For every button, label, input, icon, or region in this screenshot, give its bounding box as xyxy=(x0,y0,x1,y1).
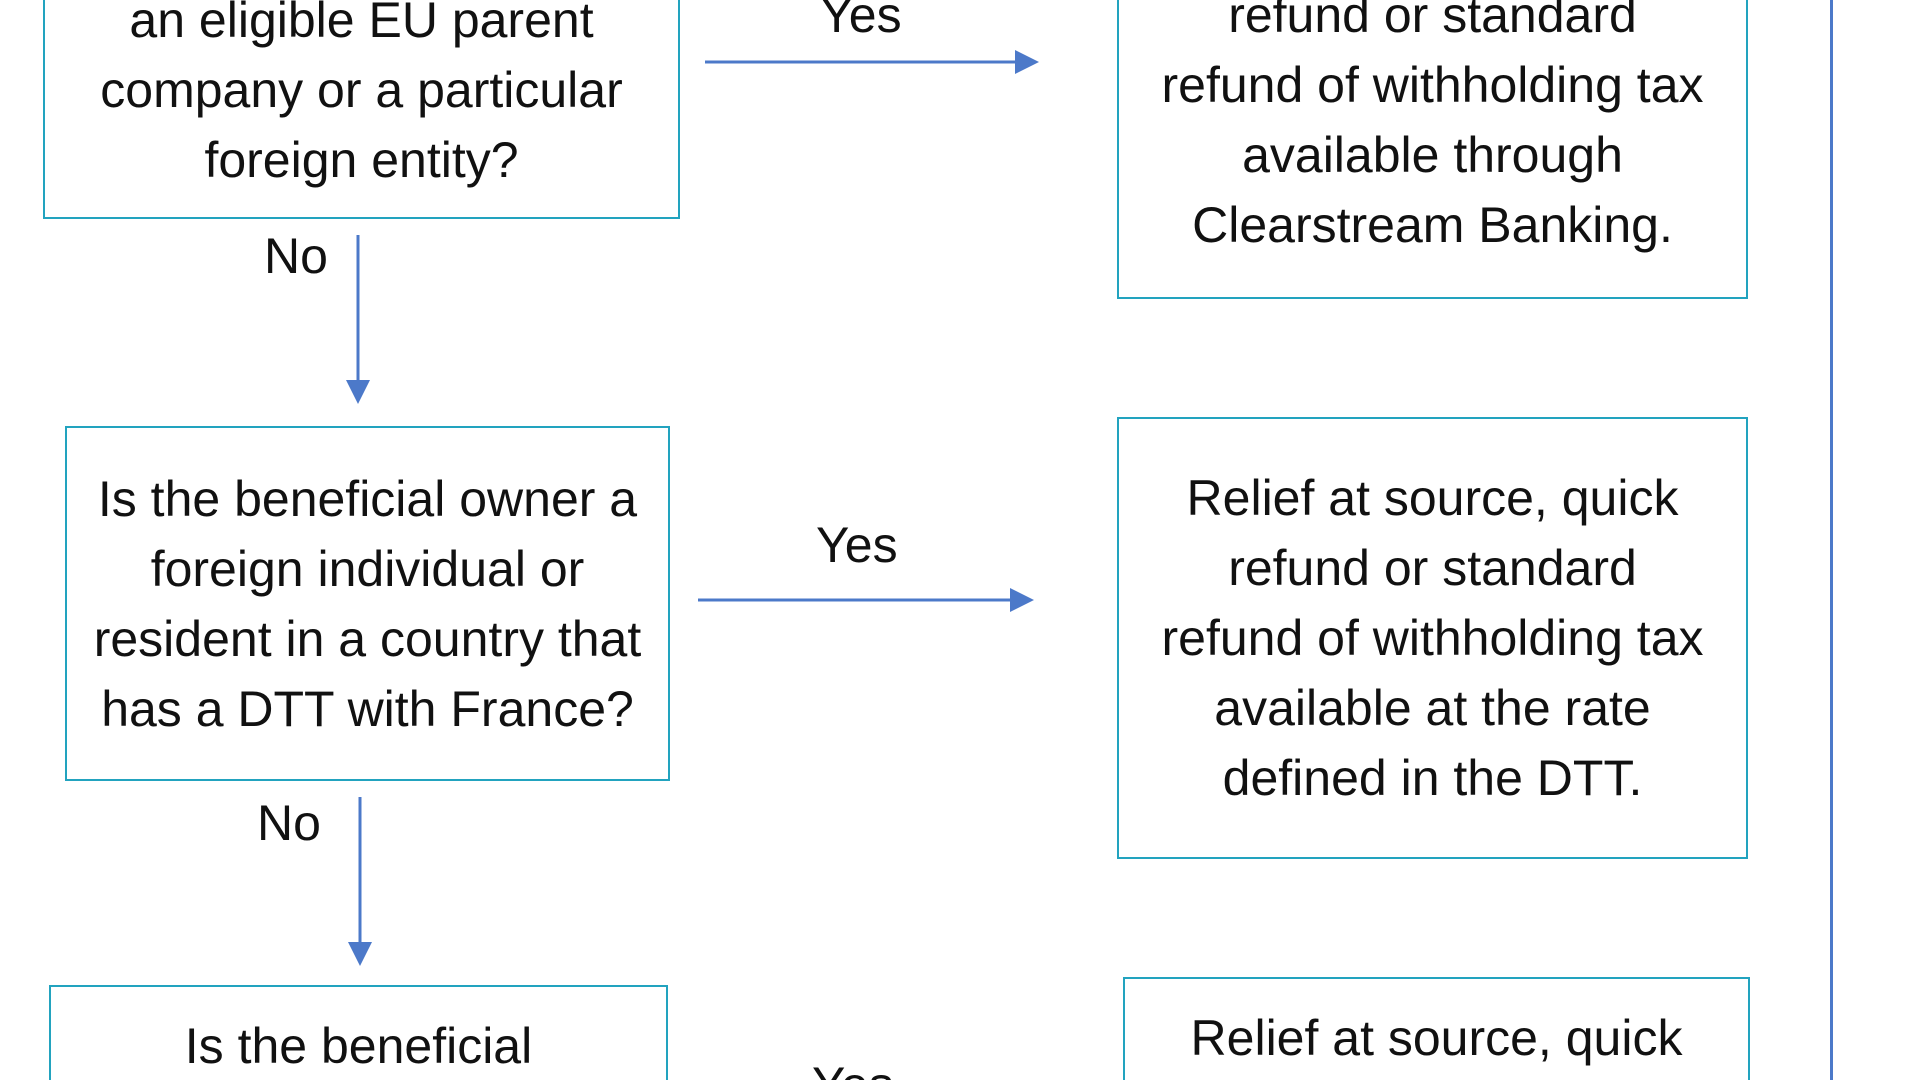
question-text-eu-parent: an eligible EU parent company or a parti… xyxy=(100,0,623,188)
edge-label-yes-2: Yes xyxy=(816,517,898,573)
outcome-box-dtt-rate: Relief at source, quick refund or standa… xyxy=(1117,417,1748,859)
edge-label-yes-1: Yes xyxy=(820,0,902,43)
outcome-text-dtt-rate: Relief at source, quick refund or standa… xyxy=(1161,470,1704,806)
edge-label-no-2: No xyxy=(257,795,321,851)
outcome-box-clearstream: refund or standard refund of withholding… xyxy=(1117,0,1748,299)
outcome-box-third: Relief at source, quick xyxy=(1123,977,1750,1080)
right-frame-line xyxy=(1830,0,1833,1080)
question-box-eu-parent: an eligible EU parent company or a parti… xyxy=(43,0,680,219)
question-text-dtt-resident: Is the beneficial owner a foreign indivi… xyxy=(93,470,642,737)
edge-label-no-1: No xyxy=(264,228,328,284)
outcome-text-third: Relief at source, quick xyxy=(1190,1010,1683,1066)
question-box-third: Is the beneficial xyxy=(49,985,668,1080)
question-box-dtt-resident: Is the beneficial owner a foreign indivi… xyxy=(65,426,670,781)
question-text-third: Is the beneficial xyxy=(184,1018,533,1074)
edge-label-yes-3: Yes xyxy=(812,1055,894,1080)
outcome-text-clearstream: refund or standard refund of withholding… xyxy=(1161,0,1704,253)
